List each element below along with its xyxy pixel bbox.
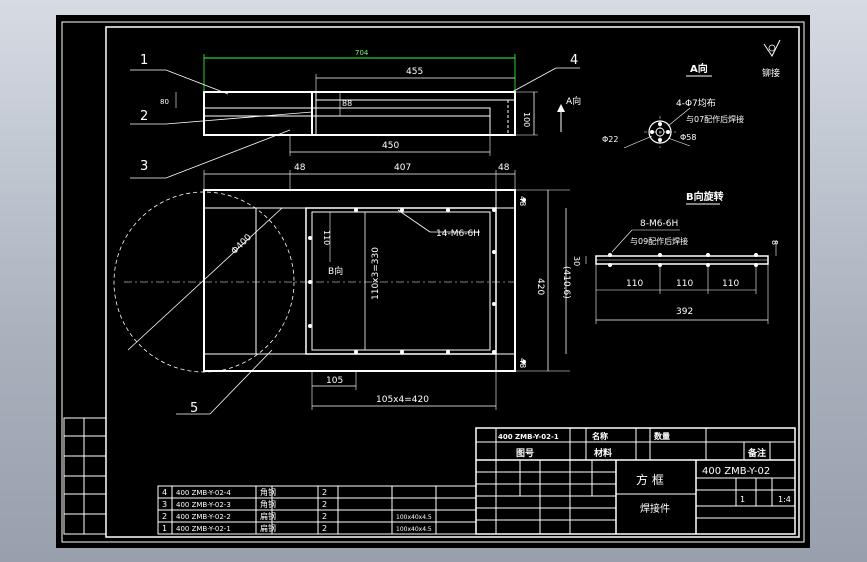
view-a-arrow: A向 <box>566 95 581 107</box>
bom-cell-spec: 100x40x4.5 <box>396 514 432 521</box>
drawing-sheet <box>56 15 810 548</box>
bom-cell-qty: 2 <box>322 488 327 497</box>
view-a-dim-22: Φ22 <box>602 135 618 144</box>
bom-cell-qty: 2 <box>322 512 327 521</box>
view-b-dim-8: 8 <box>770 240 779 245</box>
bom-cell-code: 400 ZMB-Y-02-1 <box>176 525 231 533</box>
view-a-title: A向 <box>690 62 708 75</box>
plan-view <box>113 170 570 410</box>
view-a-holes: 4-Φ7均布 <box>676 97 716 109</box>
view-b-dim-30: 30 <box>572 256 581 266</box>
bom-cell-name: 角钢 <box>260 487 276 497</box>
view-b-dim-110a: 110 <box>626 279 643 289</box>
bom-cell-code: 400 ZMB-Y-02-2 <box>176 513 231 521</box>
part-count: 1 <box>740 495 745 504</box>
bom-text: 4 400 ZMB-Y-02-4 角钢 2 3 400 ZMB-Y-02-3 角钢 2 2 400… <box>162 487 432 533</box>
dim-110x3: 110x3=330 <box>371 247 381 300</box>
view-b <box>585 203 777 324</box>
dim-410-6: (410.6) <box>561 266 571 299</box>
bom-table <box>157 485 477 535</box>
dim-105: 105 <box>326 376 343 386</box>
part-subtitle: 焊接件 <box>640 502 670 515</box>
bom-cell-no: 4 <box>162 488 167 497</box>
top-view <box>175 54 565 156</box>
bom-cell-qty: 2 <box>322 500 327 509</box>
bom-cell-no: 3 <box>162 500 167 509</box>
view-b-dim-110b: 110 <box>676 279 693 289</box>
bom-cell-name: 角钢 <box>260 499 276 509</box>
dim-48-left: 48 <box>294 163 306 173</box>
bom-cell-code: 400 ZMB-Y-02-4 <box>176 489 231 497</box>
dim-105x4: 105x4=420 <box>376 395 429 405</box>
part-name: 方 框 <box>636 472 664 487</box>
bom-cell-name: 扁钢 <box>260 523 276 533</box>
dim-48-right: 48 <box>498 163 510 173</box>
bom-cell-name: 扁钢 <box>260 511 276 521</box>
tb-header-remark: 备注 <box>747 447 766 459</box>
callout-leaders <box>130 67 580 415</box>
view-b-dim-392: 392 <box>676 307 693 317</box>
dim-48-bottom: 48 <box>518 358 527 368</box>
callout-3: 3 <box>140 159 148 174</box>
bom-cell-no: 1 <box>162 524 167 533</box>
dim-110: 110 <box>322 230 331 245</box>
tb-header-qty: 数量 <box>654 431 670 441</box>
callout-5: 5 <box>190 401 198 416</box>
hole-note: 14-M6-6H <box>436 229 480 239</box>
dim-48-top: 48 <box>518 196 527 206</box>
bom-cell-code: 400 ZMB-Y-02-3 <box>176 501 231 509</box>
dim-88: 88 <box>342 99 352 108</box>
tb-header-material: 材料 <box>593 447 612 459</box>
callout-2: 2 <box>140 109 148 124</box>
view-b-holes: 8-M6-6H <box>640 219 678 229</box>
tb-header-drawing: 图号 <box>516 448 534 459</box>
view-b-arrow: B向 <box>328 265 343 277</box>
outer-frame <box>61 21 805 543</box>
bom-cell-spec: 100x40x4.5 <box>396 526 432 533</box>
view-b-note: 与09配作后焊接 <box>630 236 688 246</box>
dim-side: 80 <box>160 98 169 106</box>
dim-455: 455 <box>406 67 423 77</box>
view-a-dim-58: Φ58 <box>680 133 696 142</box>
view-a <box>623 39 781 149</box>
view-a-note: 与07配作后焊接 <box>686 114 744 124</box>
tb-header-code: 400 ZMB-Y-02-1 <box>498 433 559 441</box>
drawing-scale: 1:4 <box>778 495 791 504</box>
dim-407: 407 <box>394 163 411 173</box>
left-strip-table <box>63 417 107 535</box>
bom-cell-no: 2 <box>162 512 167 521</box>
view-b-title: B向旋转 <box>686 190 724 203</box>
dim-450: 450 <box>382 141 399 151</box>
view-b-dim-110c: 110 <box>722 279 739 289</box>
drawing-number: 400 ZMB-Y-02 <box>702 466 770 477</box>
bom-cell-qty: 2 <box>322 524 327 533</box>
dim-overall: 704 <box>355 49 369 57</box>
title-block <box>475 427 796 535</box>
dim-420: 420 <box>535 278 545 295</box>
tb-header-name: 名称 <box>592 431 608 441</box>
roughness-label: 铆接 <box>762 67 780 79</box>
callout-1: 1 <box>140 53 148 68</box>
dim-100: 100 <box>522 112 531 127</box>
inner-frame <box>105 26 800 538</box>
drawing-text: 1 2 3 4 5 704 455 88 450 100 80 A向 48 40… <box>140 49 791 515</box>
callout-4: 4 <box>570 53 578 68</box>
